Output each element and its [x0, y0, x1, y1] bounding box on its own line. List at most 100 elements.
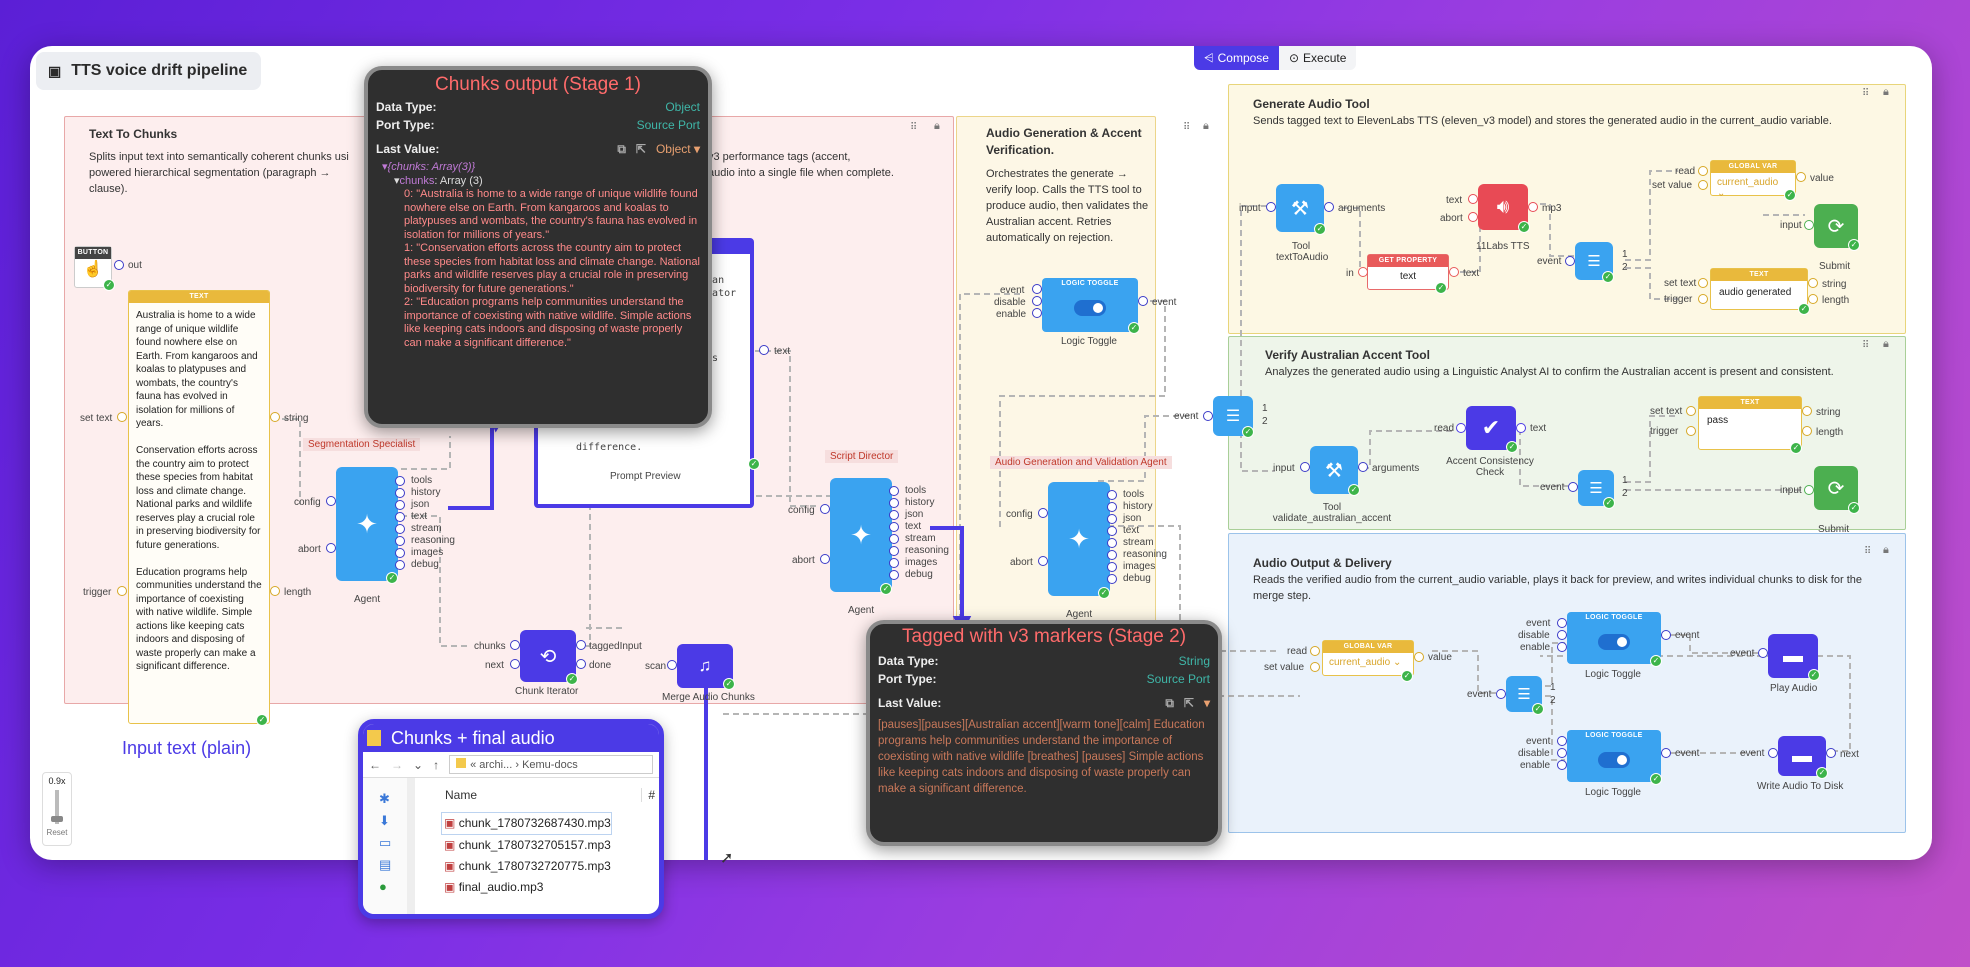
port-string[interactable] — [1802, 406, 1812, 416]
port-text[interactable] — [759, 345, 769, 355]
text-node[interactable]: TEXT pass — [1698, 396, 1802, 450]
agent-node[interactable]: ✦ — [336, 467, 398, 581]
port-length[interactable] — [1808, 294, 1818, 304]
zoom-control[interactable]: 0.9x Reset — [42, 772, 72, 846]
document-icon[interactable]: ▤ — [379, 857, 392, 872]
port-json[interactable] — [1107, 514, 1117, 524]
toggle-switch[interactable] — [1074, 300, 1106, 316]
port-value[interactable] — [1414, 652, 1424, 662]
port-next[interactable] — [1826, 748, 1836, 758]
text-node[interactable]: TEXT Australia is home to a wide range o… — [128, 290, 270, 724]
port-arguments[interactable] — [1324, 202, 1334, 212]
port-stream[interactable] — [395, 524, 405, 534]
port-json[interactable] — [395, 500, 405, 510]
lock-icon[interactable]: 🔒︎ — [1883, 86, 1889, 98]
port-enable[interactable] — [1557, 642, 1567, 652]
port-string[interactable] — [1808, 278, 1818, 288]
port-string[interactable] — [270, 412, 280, 422]
logic-toggle-node[interactable]: LOGIC TOGGLE — [1042, 278, 1138, 332]
port-images[interactable] — [395, 548, 405, 558]
port-history[interactable] — [1107, 502, 1117, 512]
port-event[interactable] — [1032, 284, 1042, 294]
port-trigger[interactable] — [1686, 426, 1696, 436]
variable-select[interactable]: current_audio ⌄ — [1329, 657, 1402, 668]
port-abort[interactable] — [820, 554, 830, 564]
port-set-text[interactable] — [1686, 406, 1696, 416]
port-chunks[interactable] — [510, 640, 520, 650]
forward-arrow-icon[interactable]: → — [391, 757, 403, 772]
port-event[interactable] — [1557, 618, 1567, 628]
lock-icon[interactable]: 🔒︎ — [934, 120, 940, 132]
port-next[interactable] — [510, 659, 520, 669]
port-enable[interactable] — [1032, 308, 1042, 318]
port-tools[interactable] — [1107, 490, 1117, 500]
port-event-out[interactable] — [1138, 296, 1148, 306]
port-event-out[interactable] — [1661, 630, 1671, 640]
port-arguments[interactable] — [1358, 462, 1368, 472]
list-item[interactable]: ▣ chunk_1780732705157.mp3 — [444, 838, 611, 852]
port-event[interactable] — [1496, 689, 1506, 699]
column-name[interactable]: Name — [445, 788, 478, 802]
port-event[interactable] — [1758, 648, 1768, 658]
port-disable[interactable] — [1557, 630, 1567, 640]
port-set-value[interactable] — [1698, 180, 1708, 190]
toggle-switch[interactable] — [1598, 634, 1630, 650]
agent-node[interactable]: ✦ — [830, 478, 892, 592]
port-event[interactable] — [1568, 482, 1578, 492]
port-abort[interactable] — [1038, 556, 1048, 566]
compose-button[interactable]: ⩤Compose — [1194, 46, 1279, 70]
port-event[interactable] — [1557, 736, 1567, 746]
port-tools[interactable] — [395, 476, 405, 486]
port-images[interactable] — [889, 558, 899, 568]
port-enable[interactable] — [1557, 760, 1567, 770]
port-text[interactable] — [1107, 526, 1117, 536]
port-disable[interactable] — [1032, 296, 1042, 306]
port-read[interactable] — [1698, 166, 1708, 176]
lock-icon[interactable]: 🔒︎ — [1203, 120, 1209, 132]
lock-icon[interactable]: 🔒︎ — [1883, 544, 1889, 556]
lock-icon[interactable]: 🔒︎ — [1883, 338, 1889, 350]
port-event-out[interactable] — [1661, 748, 1671, 758]
port-trigger[interactable] — [117, 586, 127, 596]
port-abort[interactable] — [1468, 212, 1478, 222]
chevron-down-icon[interactable]: ⌄ — [413, 757, 424, 772]
port-trigger[interactable] — [1698, 294, 1708, 304]
port-text[interactable] — [1516, 423, 1526, 433]
port-set-value[interactable] — [1310, 662, 1320, 672]
property-field[interactable]: text — [1399, 271, 1417, 282]
list-item[interactable]: ▣ chunk_1780732687430.mp3 — [441, 812, 612, 835]
global-var-node[interactable]: GLOBAL VAR current_audio ⌄ — [1710, 160, 1796, 199]
port-event[interactable] — [1203, 411, 1213, 421]
port-read[interactable] — [1310, 646, 1320, 656]
port-disable[interactable] — [1557, 748, 1567, 758]
port-out[interactable] — [114, 260, 124, 270]
port-text[interactable] — [1468, 194, 1478, 204]
port-event[interactable] — [1768, 748, 1778, 758]
group-grip-icon[interactable]: ⠿ — [1862, 88, 1870, 99]
copy-icon[interactable]: ⧉ — [617, 142, 626, 156]
address-bar[interactable]: « archi... › Kemu-docs — [449, 755, 653, 774]
port-input[interactable] — [1804, 220, 1814, 230]
port-config[interactable] — [1038, 508, 1048, 518]
scrollbar[interactable] — [407, 778, 415, 914]
port-config[interactable] — [820, 504, 830, 514]
port-debug[interactable] — [1107, 574, 1117, 584]
globe-icon[interactable]: ● — [379, 879, 387, 894]
logic-toggle-node[interactable]: LOGIC TOGGLE — [1567, 730, 1661, 782]
port-set-text[interactable] — [117, 412, 127, 422]
port-in[interactable] — [1358, 267, 1368, 277]
global-var-node[interactable]: GLOBAL VAR current_audio ⌄ — [1322, 640, 1414, 676]
pin-icon[interactable]: ✱ — [379, 791, 390, 806]
port-input[interactable] — [1266, 202, 1276, 212]
port-text[interactable] — [889, 522, 899, 532]
list-item[interactable]: ▣ final_audio.mp3 — [444, 880, 544, 894]
port-length[interactable] — [1802, 426, 1812, 436]
port-reasoning[interactable] — [889, 546, 899, 556]
agent-node[interactable]: ✦ — [1048, 482, 1110, 596]
port-scan[interactable] — [667, 660, 677, 670]
port-images[interactable] — [1107, 562, 1117, 572]
logic-toggle-node[interactable]: LOGIC TOGGLE — [1567, 612, 1661, 664]
port-reasoning[interactable] — [395, 536, 405, 546]
port-debug[interactable] — [889, 570, 899, 580]
zoom-slider[interactable] — [51, 790, 63, 824]
